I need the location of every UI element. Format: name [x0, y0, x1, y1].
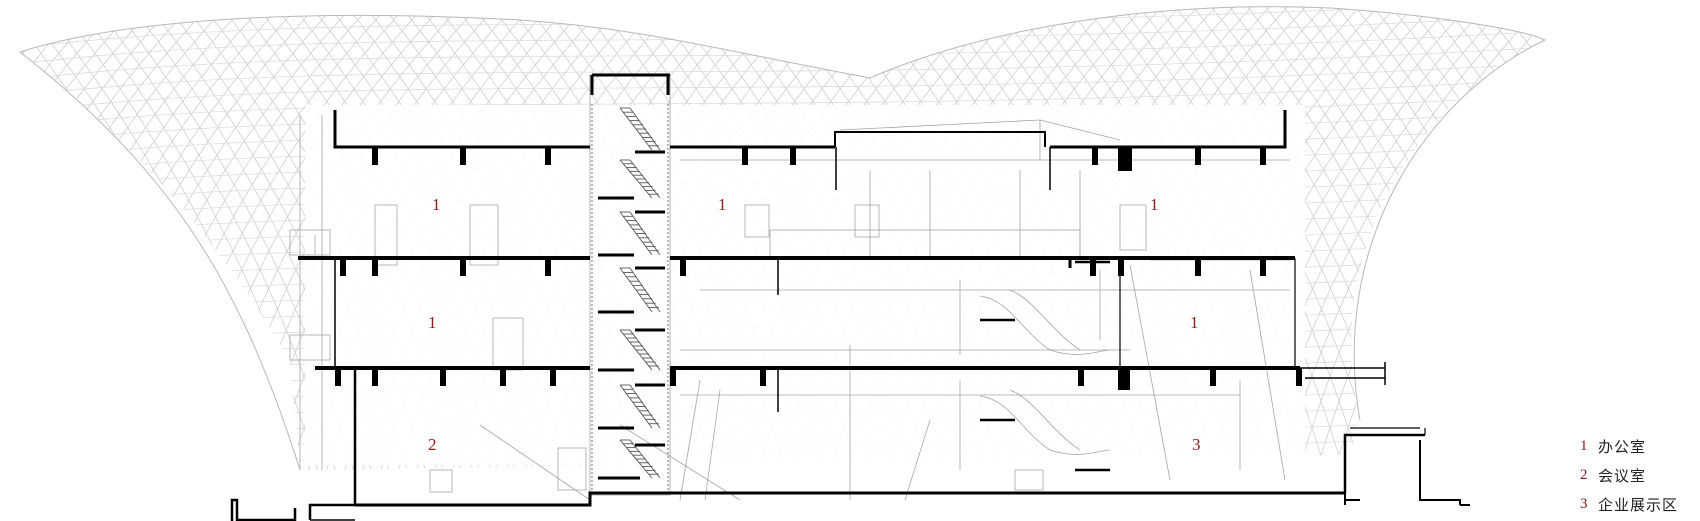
stair-core [589, 73, 671, 496]
beam [1118, 368, 1130, 390]
legend-number: 1 [1580, 438, 1588, 454]
room-labels: 1 1 1 1 1 2 3 [428, 195, 1201, 454]
beam [1118, 258, 1124, 276]
left-canopy-edge [19, 51, 301, 471]
beam [1092, 147, 1098, 165]
beam [460, 258, 466, 276]
right-canopy-edge [1353, 39, 1546, 421]
beam [1195, 258, 1201, 276]
room-number: 1 [1190, 313, 1199, 332]
beam [1078, 368, 1084, 386]
interior-mask [305, 105, 1305, 465]
beam [545, 258, 551, 276]
beam [460, 147, 466, 165]
beam [1296, 368, 1302, 386]
beam [1210, 368, 1216, 386]
beam [340, 258, 346, 276]
legend-number: 3 [1580, 496, 1588, 512]
beam [440, 368, 446, 386]
legend-label: 企业展示区 [1598, 496, 1679, 514]
beam [1090, 258, 1096, 276]
floor-slabs [230, 110, 1470, 521]
room-number: 1 [432, 195, 441, 214]
beam [372, 147, 378, 165]
roof-outline [19, 6, 1546, 79]
beam [790, 147, 796, 165]
beam [1195, 147, 1201, 165]
legend-label: 办公室 [1598, 438, 1647, 456]
legend-item-meeting-room: 2 会议室 [1580, 461, 1695, 490]
beam [335, 368, 341, 386]
beam [500, 368, 506, 386]
legend-item-exhibition-area: 3 企业展示区 [1580, 490, 1695, 519]
legend-number: 2 [1580, 467, 1588, 483]
beam [550, 368, 556, 386]
beam [670, 368, 676, 386]
beam [1260, 147, 1266, 165]
beams [335, 147, 1302, 390]
room-number: 1 [1150, 195, 1159, 214]
room-number: 1 [428, 313, 437, 332]
beam [372, 258, 378, 276]
legend-item-office: 1 办公室 [1580, 432, 1695, 461]
beam [680, 258, 686, 276]
beam [742, 147, 748, 165]
room-number: 1 [718, 195, 727, 214]
beam [760, 368, 766, 386]
legend: 1 办公室 2 会议室 3 企业展示区 [1580, 432, 1695, 519]
beam [372, 368, 378, 386]
beam [1260, 258, 1266, 276]
beam [1118, 147, 1132, 171]
legend-label: 会议室 [1598, 467, 1647, 485]
room-number: 3 [1192, 435, 1201, 454]
room-number: 2 [428, 435, 437, 454]
beam [545, 147, 551, 165]
